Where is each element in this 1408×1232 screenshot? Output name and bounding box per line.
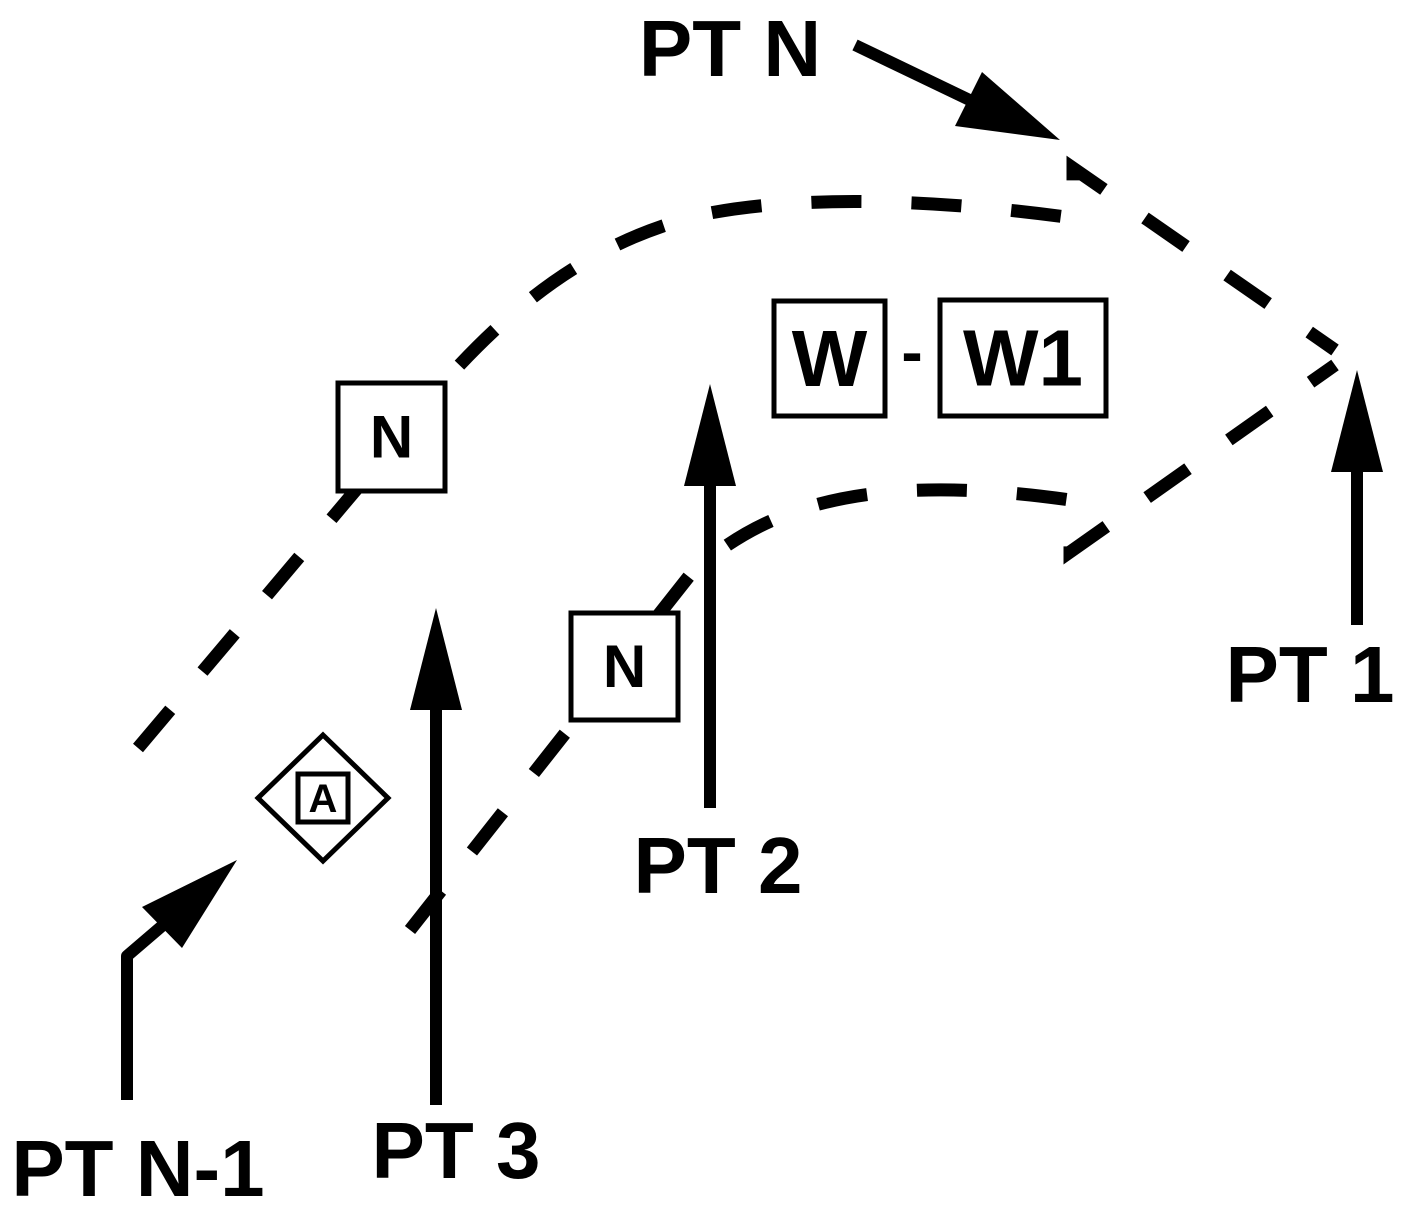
- box-n-lower: [568, 610, 681, 723]
- upper-dashed-boundary: [133, 155, 1339, 753]
- box-n-upper: [335, 380, 448, 494]
- lower-dashed-boundary: [404, 359, 1339, 935]
- box-n-upper-label: N: [370, 404, 413, 471]
- diamond-a-label: A: [309, 777, 338, 821]
- box-w1: [937, 297, 1109, 419]
- box-n-lower-label: N: [603, 633, 646, 700]
- w-separator: -: [901, 316, 922, 388]
- arrow-pt-n-minus-1-shaft: [121, 921, 166, 1100]
- label-pt-n: PT N: [639, 4, 821, 93]
- arrow-pt-3-head: [410, 608, 462, 710]
- label-pt-1: PT 1: [1226, 630, 1395, 719]
- label-pt-2: PT 2: [634, 821, 803, 910]
- label-pt-n-minus-1: PT N-1: [11, 1124, 264, 1213]
- box-w1-label: W1: [963, 314, 1083, 403]
- arrow-pt-n-head: [955, 72, 1060, 140]
- box-w-label: W: [792, 314, 868, 403]
- label-pt-3: PT 3: [372, 1106, 541, 1195]
- diamond-a-inner-box: [295, 771, 351, 825]
- arrow-pt-n-minus-1-head: [142, 860, 237, 948]
- arrow-pt-n-shaft: [852, 39, 983, 111]
- box-w: [771, 298, 888, 419]
- arrow-pt-2-head: [684, 384, 736, 486]
- arrow-pt-1-head: [1331, 370, 1383, 472]
